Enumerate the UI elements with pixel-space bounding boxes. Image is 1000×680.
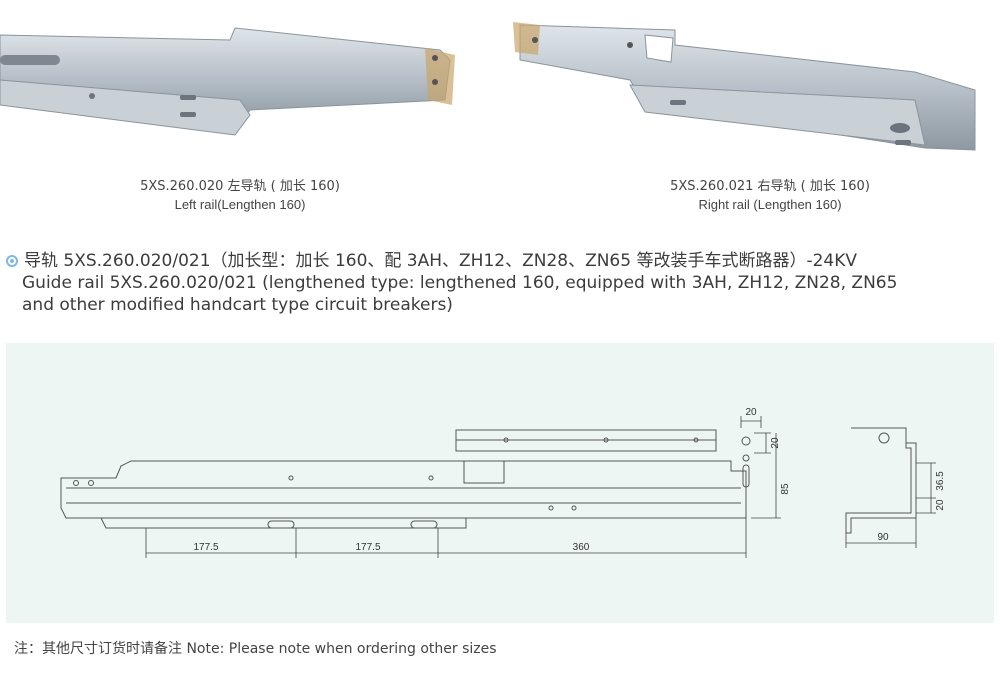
dim-177-5-first: 177.5 xyxy=(193,542,218,553)
dim-177-5-second: 177.5 xyxy=(355,542,380,553)
right-rail-english: Right rail (Lengthen 160) xyxy=(698,197,842,212)
dim-85: 85 xyxy=(780,483,791,495)
dim-20-side: 20 xyxy=(935,499,946,511)
technical-drawing: 177.5 177.5 360 20 20 85 36.5 20 90 xyxy=(6,343,994,623)
dim-20-top: 20 xyxy=(745,407,757,418)
dim-90: 90 xyxy=(877,532,889,543)
left-rail-code: 5XS.260.020 左导轨 ( 加长 160) xyxy=(140,179,340,194)
heading-en-line-1: Guide rail 5XS.260.020/021 (lengthened t… xyxy=(22,273,898,293)
heading-en-line-2: and other modified handcart type circuit… xyxy=(22,295,453,315)
right-rail-photo xyxy=(505,0,985,160)
ordering-note: 注：其他尺寸订货时请备注 Note: Please note when orde… xyxy=(14,641,497,657)
bullet-icon xyxy=(6,255,18,267)
dim-20-right: 20 xyxy=(770,437,781,449)
dim-36-5: 36.5 xyxy=(935,471,946,491)
left-rail-photo xyxy=(0,0,470,160)
product-heading: 导轨 5XS.260.020/021（加长型：加长 160、配 3AH、ZH12… xyxy=(0,250,990,316)
left-rail-caption: 5XS.260.020 左导轨 ( 加长 160) Left rail(Leng… xyxy=(60,178,420,214)
left-rail-english: Left rail(Lengthen 160) xyxy=(174,197,306,212)
heading-zh: 导轨 5XS.260.020/021（加长型：加长 160、配 3AH、ZH12… xyxy=(24,251,858,271)
dim-360: 360 xyxy=(573,542,590,553)
right-rail-code: 5XS.260.021 右导轨 ( 加长 160) xyxy=(670,179,870,194)
right-rail-caption: 5XS.260.021 右导轨 ( 加长 160) Right rail (Le… xyxy=(590,178,950,214)
